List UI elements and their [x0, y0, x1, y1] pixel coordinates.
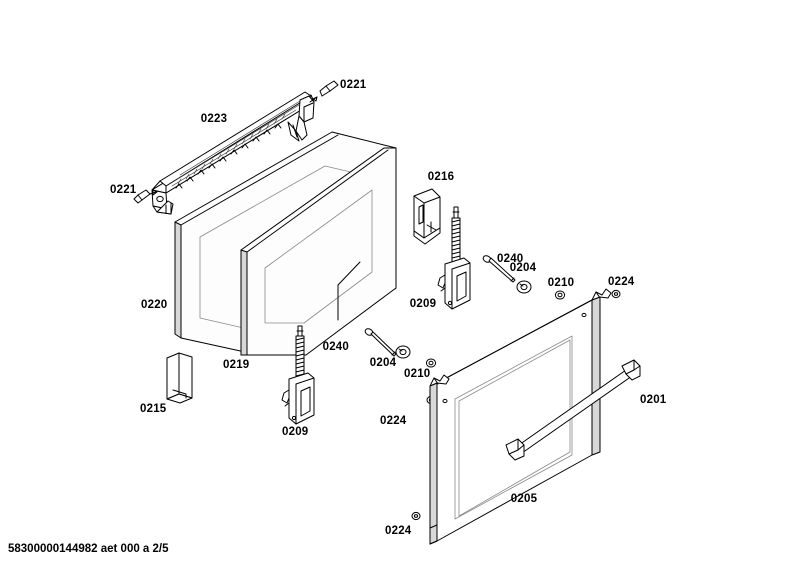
part-0224-rivet-upper: 0224 [608, 276, 635, 299]
part-0201-door-handle: 0201 [505, 359, 667, 461]
part-0223-door-trim-rail: 0223 [151, 91, 315, 215]
part-label-0223: 0223 [201, 113, 227, 125]
part-label-0205: 0205 [511, 493, 538, 505]
part-label-0204-upper: 0204 [510, 262, 537, 274]
part-label-0219: 0219 [223, 359, 249, 371]
part-label-0224-bottom: 0224 [385, 525, 412, 537]
part-label-0215: 0215 [140, 403, 167, 415]
part-0205-door-outer-panel: 0205 [429, 288, 612, 545]
part-label-0210-lower: 0210 [404, 368, 430, 380]
part-0216-hinge-bracket-cover: 0216 [413, 171, 454, 245]
part-label-0224-upper: 0224 [608, 276, 635, 288]
part-0224-rivet-bottom: 0224 [385, 511, 421, 537]
part-0215-corner-bracket: 0215 [140, 352, 193, 415]
part-label-0216: 0216 [428, 171, 454, 183]
part-0204-washer-lower: 0204 [370, 345, 411, 369]
part-0219-inner-glass-panel: 0219 [223, 147, 397, 371]
part-0221-pin-upper: 0221 [309, 79, 367, 103]
part-label-0240-lower: 0240 [323, 341, 349, 353]
part-label-0210-upper: 0210 [548, 277, 574, 289]
part-label-0221-upper: 0221 [340, 79, 367, 91]
document-footer-text: 58300000144982 aet 000 a 2/5 [8, 543, 169, 555]
part-label-0204-lower: 0204 [370, 357, 397, 369]
part-0240-screw-lower: 0240 [323, 328, 397, 357]
part-0204-washer-upper: 0204 [510, 262, 537, 294]
part-0240-screw-upper: 0240 [482, 253, 523, 283]
part-label-0220: 0220 [141, 299, 167, 311]
part-label-0221-lower: 0221 [110, 184, 137, 196]
part-label-0209-upper: 0209 [410, 298, 436, 310]
part-label-0224-mid: 0224 [380, 415, 407, 427]
part-0210-nut-upper: 0210 [548, 277, 574, 300]
part-label-0209-lower: 0209 [282, 426, 308, 438]
part-0221-pin-lower: 0221 [110, 184, 158, 204]
part-0210-nut-lower: 0210 [404, 358, 437, 380]
part-label-0201: 0201 [640, 394, 667, 406]
part-0209-door-hinge-lower: 0209 [281, 325, 315, 438]
part-label-0240-upper: 0240 [497, 253, 523, 265]
part-0209-door-hinge-upper: 0209 [410, 206, 471, 310]
